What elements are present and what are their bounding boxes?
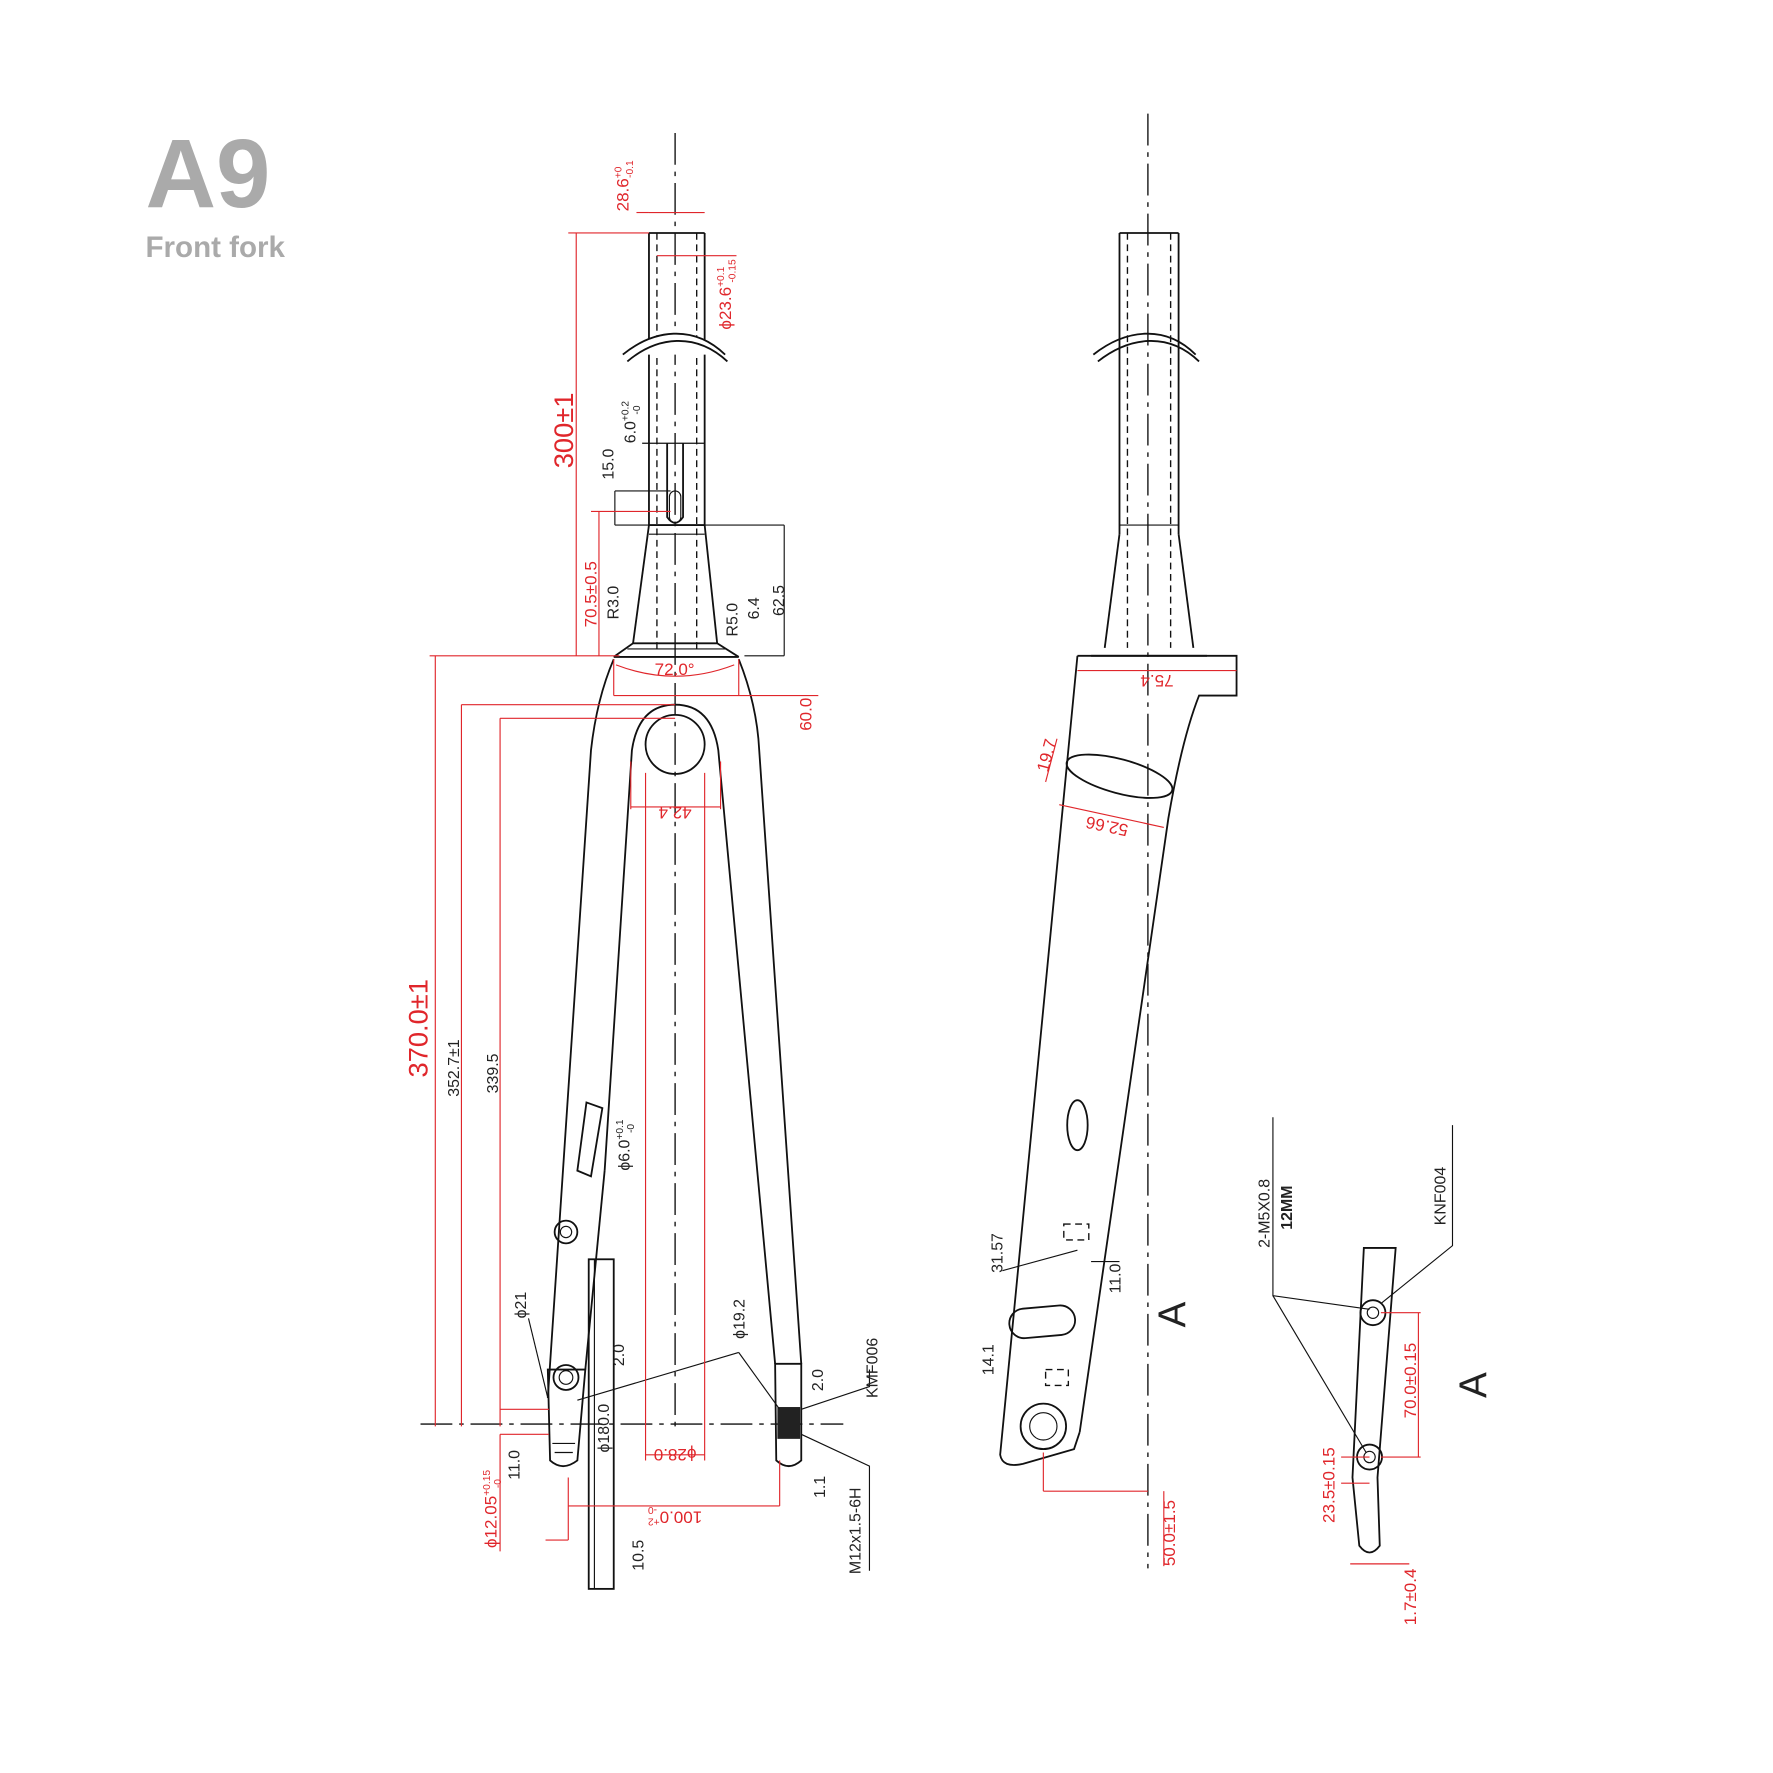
dia-21-label: ϕ21 — [513, 1292, 530, 1319]
side-dropout-axle — [1019, 1402, 1067, 1450]
steerer-id-label: ϕ23.6+0.1-0.15 — [716, 259, 739, 330]
rotor-dia-label: ϕ180.0 — [596, 1404, 613, 1453]
steerer-length-label: 300±1 — [548, 393, 579, 469]
dia-28-label: ϕ28.0 — [654, 1445, 697, 1464]
crown-angle-label: 72.0° — [655, 660, 695, 679]
axle-to-crown-label: 370.0±1 — [402, 979, 433, 1077]
dim-31-57-label: 31.57 — [989, 1233, 1006, 1273]
left-dropout — [546, 1364, 587, 1468]
dim-1-1-label: 1.1 — [812, 1476, 829, 1498]
knf004-label: KNF004 — [1433, 1167, 1450, 1226]
section-a-marker: A — [1151, 1301, 1194, 1327]
right-dropout — [774, 1362, 803, 1468]
rotor-mount — [587, 1258, 615, 1590]
dim-19-7-label: 19.7 — [1033, 737, 1060, 774]
leader-lines — [527, 442, 871, 1571]
dim-23-5-label: 23.5±0.15 — [1319, 1447, 1338, 1523]
steerer-od-label: 28.6+0-0.1 — [614, 160, 637, 211]
side-crown-window — [1065, 753, 1174, 799]
dim-62-5-label: 62.5 — [771, 585, 788, 616]
hole-dia-label: ϕ6.0+0.1-0 — [615, 1119, 637, 1171]
taper-section — [613, 524, 740, 658]
offset-label: 50.0±1.5 — [1160, 1500, 1179, 1566]
dim-11-0-side-label: 11.0 — [1108, 1263, 1125, 1293]
model-title: A9 — [145, 119, 270, 228]
dim-60-label: 60.0 — [796, 698, 815, 731]
dim-52-66-label: 52.66 — [1084, 812, 1130, 839]
dim-339-5-label: 339.5 — [485, 1053, 502, 1093]
mount-arm — [1351, 1247, 1397, 1554]
dim-2-0-right-label: 2.0 — [810, 1369, 827, 1391]
thread-label: M12x1.5-6H — [847, 1487, 864, 1574]
kmf006-label: KMF006 — [864, 1338, 881, 1398]
dim-2-0-left-label: 2.0 — [611, 1344, 628, 1366]
dia-19-2-label: ϕ19.2 — [731, 1299, 748, 1339]
dim-11-0-label: 11.0 — [506, 1450, 523, 1480]
taper-height-label: 70.5±0.5 — [582, 561, 601, 627]
crown-hole — [644, 713, 706, 775]
r3-label: R3.0 — [605, 586, 622, 620]
axle-dia-label: ϕ12.05+0.15-0 — [482, 1470, 505, 1548]
r5-label: R5.0 — [725, 603, 742, 637]
dim-75-4-label: 75.4 — [1140, 671, 1173, 690]
subtitle: Front fork — [145, 231, 285, 264]
dim-42-4-label: 42.4 — [659, 803, 692, 822]
dim-352-7-label: 352.7±1 — [446, 1039, 463, 1097]
thread-insert — [777, 1407, 801, 1439]
side-dimension-lines — [1042, 669, 1237, 1567]
dim-14-1-label: 14.1 — [980, 1344, 997, 1375]
logo-badge — [1066, 1099, 1089, 1152]
spacing-label: 100.0+2-0 — [648, 1504, 703, 1527]
front-dimension-lines — [429, 211, 819, 1552]
bolts-label: 2-M5X0.8 — [1257, 1179, 1274, 1248]
dim-1-7-label: 1.7±0.4 — [1401, 1569, 1420, 1626]
dim-10-5-label: 10.5 — [630, 1540, 647, 1571]
bolt-length-label: 12MM — [1279, 1186, 1296, 1230]
detail-a-label: A — [1453, 1372, 1496, 1398]
front-view-outline: 28.6+0-0.1 ϕ23.6+0.1-0.15 300±1 6.0+0.2-… — [402, 132, 881, 1590]
detail-a: 2-M5X0.8 12MM KNF004 70.0±0.15 A 23.5±0.… — [1257, 1117, 1496, 1625]
side-view: 75.4 19.7 52.66 31.57 11.0 14.1 A 50.0±1… — [980, 113, 1238, 1569]
side-crown-and-leg — [999, 654, 1238, 1466]
slot-width-label: 6.0+0.2-0 — [621, 401, 643, 444]
side-steerer — [1091, 232, 1208, 657]
dim-6-4-label: 6.4 — [746, 597, 763, 619]
cable-port — [576, 1101, 604, 1178]
mount-spacing-label: 70.0±0.15 — [1401, 1343, 1420, 1419]
front-view-labels: 28.6+0-0.1 ϕ23.6+0.1-0.15 300±1 6.0+0.2-… — [402, 160, 881, 1574]
slot-length-label: 15.0 — [601, 449, 618, 480]
